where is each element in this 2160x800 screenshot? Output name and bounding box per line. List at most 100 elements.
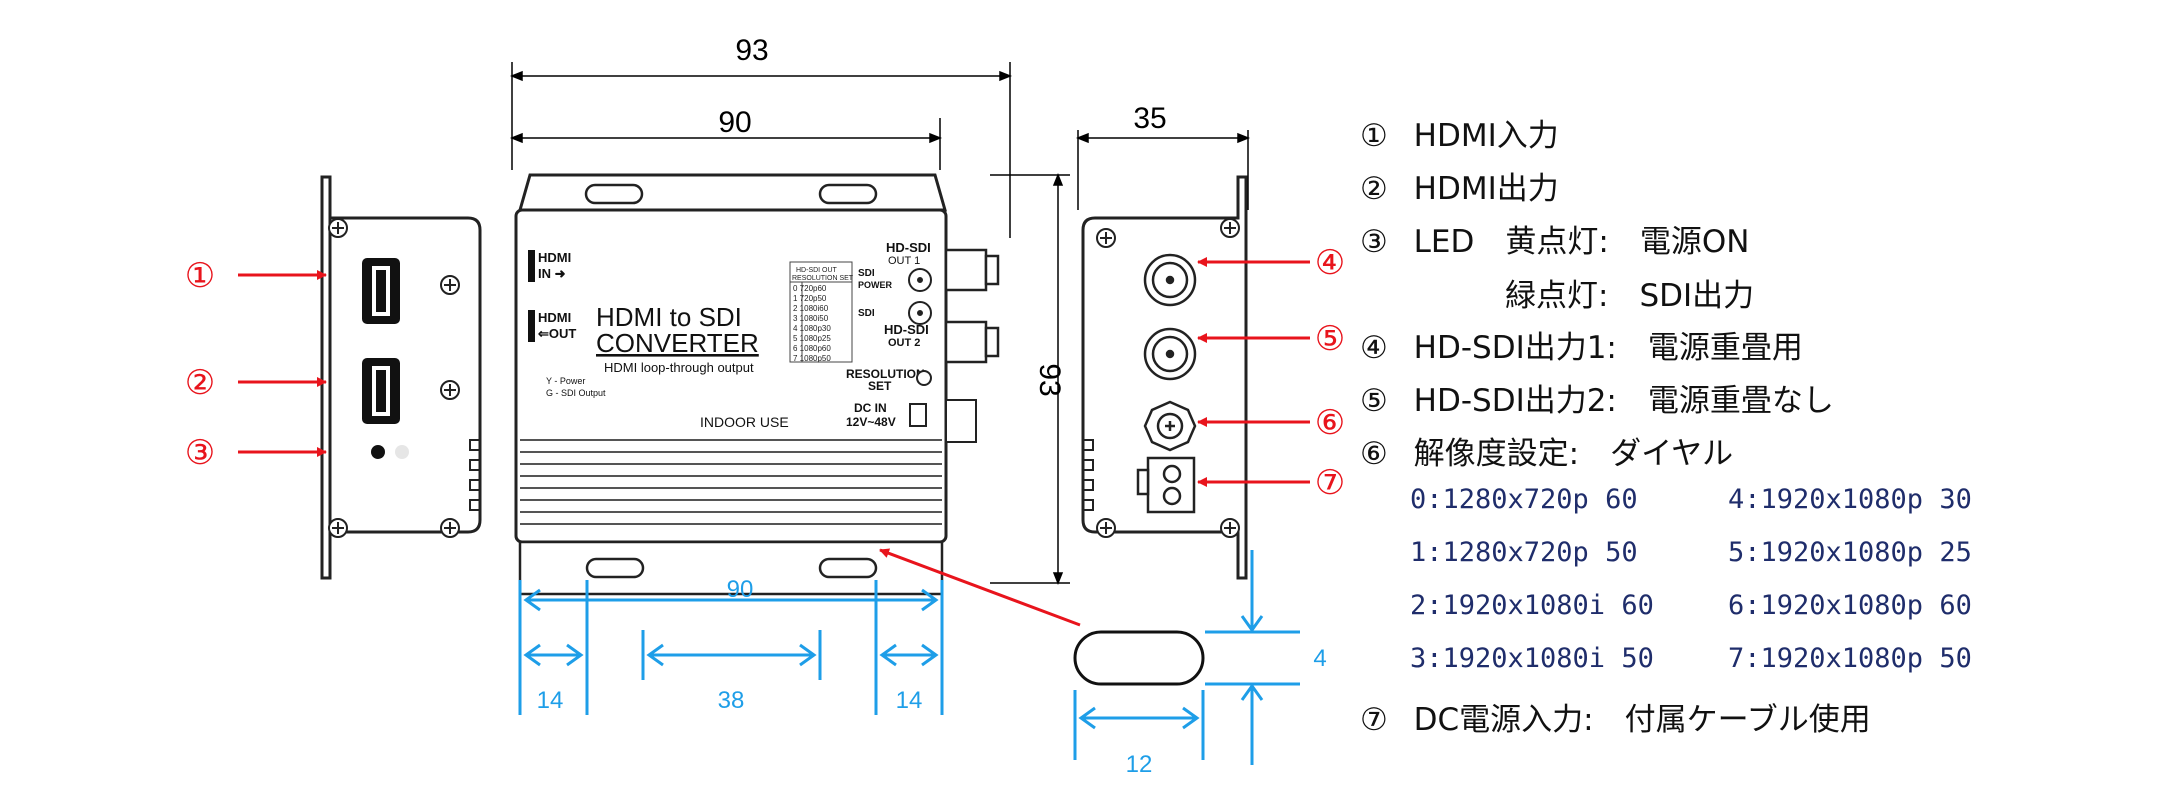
sdi-out1-label-b: OUT 1 — [888, 255, 920, 267]
bottom-dim-right: 14 — [896, 687, 923, 714]
hdmi-out-mark-2: ⇐OUT — [538, 326, 576, 341]
front-ribs — [520, 439, 942, 525]
marker-2: ② — [185, 364, 215, 402]
res-table-row: 0 720p60 — [793, 284, 827, 293]
res-right-2: 6:1920x1080p 60 — [1728, 590, 1972, 621]
front-body — [514, 173, 948, 544]
res-table-row: 5 1080p25 — [793, 334, 831, 343]
spec-num-2: ② — [1360, 171, 1388, 207]
spec-text-3: LED 黄点灯: 電源ON — [1413, 224, 1750, 260]
spec-item-7: ⑦ DC電源入力: 付属ケーブル使用 — [1360, 694, 1871, 739]
bnc-out1 — [944, 248, 1000, 292]
bnc-out2-face — [1143, 327, 1197, 381]
marker-7: ⑦ — [1315, 464, 1345, 502]
resolution-label-b: SET — [868, 379, 892, 393]
dc-input-face — [1136, 456, 1196, 514]
slot-detail — [1073, 630, 1205, 686]
left-screws — [328, 218, 460, 538]
led-indicators — [371, 445, 409, 459]
front-bottom-flange — [518, 540, 944, 596]
res-right-1: 5:1920x1080p 25 — [1728, 537, 1972, 568]
spec-item-6: ⑥ 解像度設定: ダイヤル — [1360, 428, 1733, 473]
side-dimension-35 — [1075, 130, 1251, 210]
sdi-power-label: SDI — [858, 268, 875, 279]
dc-plug-side — [945, 399, 977, 443]
bnc-out2 — [944, 320, 1000, 364]
marker-6: ⑥ — [1315, 404, 1345, 442]
bnc-out1-face — [1143, 253, 1197, 307]
slot-height-dim: 4 — [1313, 645, 1326, 672]
right-callout-markers: ④ ⑤ ⑥ ⑦ — [1315, 244, 1345, 502]
spec-text-3b: 緑点灯: SDI出力 — [1505, 278, 1755, 314]
top-dim-overall: 93 — [735, 34, 768, 67]
panel-markings: HDMI IN ➜ HDMI ⇐OUT HDMI to SDI CONVERTE… — [528, 240, 931, 430]
res-table-row: 2 1080i60 — [793, 304, 829, 313]
spec-text-2: HDMI出力 — [1413, 171, 1559, 207]
spec-num-4: ④ — [1360, 330, 1388, 366]
top-dim-body: 90 — [718, 106, 751, 139]
panel-jacks — [908, 268, 932, 427]
slot-width-dim: 12 — [1126, 751, 1153, 778]
top-dimension-90 — [509, 118, 943, 170]
dc-volts-label: 12V~48V — [846, 415, 896, 429]
dc-in-label: DC IN — [854, 401, 887, 415]
indoor-use: INDOOR USE — [700, 414, 789, 430]
spec-item-5: ⑤ HD-SDI出力2: 電源重畳なし — [1360, 375, 1834, 420]
slot-detail-dimensions — [1073, 550, 1300, 765]
left-side-view — [320, 175, 482, 580]
spec-num-7: ⑦ — [1360, 702, 1388, 738]
res-left-2: 2:1920x1080i 60 — [1410, 590, 1654, 621]
top-dimension-93 — [509, 62, 1013, 238]
right-vent-slots — [1083, 439, 1094, 511]
led-legend-2: G - SDI Output — [546, 388, 606, 398]
sdi-plain-label: SDI — [858, 308, 875, 319]
marker-3: ③ — [185, 434, 215, 472]
res-table-row: 7 1080p50 — [793, 354, 831, 363]
spec-item-1: ① HDMI入力 — [1360, 110, 1559, 155]
spec-item-2: ② HDMI出力 — [1360, 163, 1559, 208]
res-table-row: 6 1080p60 — [793, 344, 831, 353]
resolution-dial-face — [1143, 400, 1197, 452]
res-table-header-1: HD-SDI OUT — [796, 267, 838, 274]
spec-item-4: ④ HD-SDI出力1: 電源重畳用 — [1360, 322, 1803, 367]
res-left-0: 0:1280x720p 60 — [1410, 484, 1638, 515]
spec-item-3: ③ LED 黄点灯: 電源ON — [1360, 216, 1749, 261]
res-right-3: 7:1920x1080p 50 — [1728, 643, 1972, 674]
panel-title-1: HDMI to SDI — [596, 302, 742, 332]
bottom-dim-left: 14 — [537, 687, 564, 714]
spec-text-4: HD-SDI出力1: 電源重畳用 — [1413, 330, 1803, 366]
res-left-3: 3:1920x1080i 50 — [1410, 643, 1654, 674]
spec-text-7: DC電源入力: 付属ケーブル使用 — [1413, 702, 1871, 738]
spec-text-6: 解像度設定: ダイヤル — [1413, 436, 1734, 472]
spec-num-6: ⑥ — [1360, 436, 1388, 472]
res-table-row: 3 1080i50 — [793, 314, 829, 323]
res-left-1: 1:1280x720p 50 — [1410, 537, 1638, 568]
marker-1: ① — [185, 257, 215, 295]
left-vent-slots — [469, 439, 480, 511]
spec-num-1: ① — [1360, 118, 1388, 154]
spec-num-5: ⑤ — [1360, 383, 1388, 419]
led-legend-1: Y - Power — [546, 376, 585, 386]
right-dimension-93 — [990, 172, 1070, 586]
front-top-slots — [584, 183, 878, 205]
marker-4: ④ — [1315, 244, 1345, 282]
hdmi-in-port — [362, 258, 400, 324]
height-dim: 93 — [1033, 363, 1066, 396]
resolution-label: RESOLUTION — [846, 367, 925, 381]
resolution-table — [789, 261, 853, 363]
spec-num-3: ③ — [1360, 224, 1388, 260]
hdmi-out-mark: HDMI — [538, 310, 571, 325]
side-width-dim: 35 — [1133, 102, 1166, 135]
left-callout-arrows — [238, 270, 327, 457]
res-table-header-2: RESOLUTION SET — [792, 275, 854, 282]
res-table-row: 4 1080p30 — [793, 324, 831, 333]
res-right-0: 4:1920x1080p 30 — [1728, 484, 1972, 515]
bottom-dim-span: 90 — [727, 576, 754, 603]
hdmi-in-mark: HDMI — [538, 250, 571, 265]
right-screws — [1096, 218, 1240, 538]
sdi-out2-label-b: OUT 2 — [888, 337, 920, 349]
marker-5: ⑤ — [1315, 320, 1345, 358]
spec-text-5: HD-SDI出力2: 電源重畳なし — [1413, 383, 1834, 419]
